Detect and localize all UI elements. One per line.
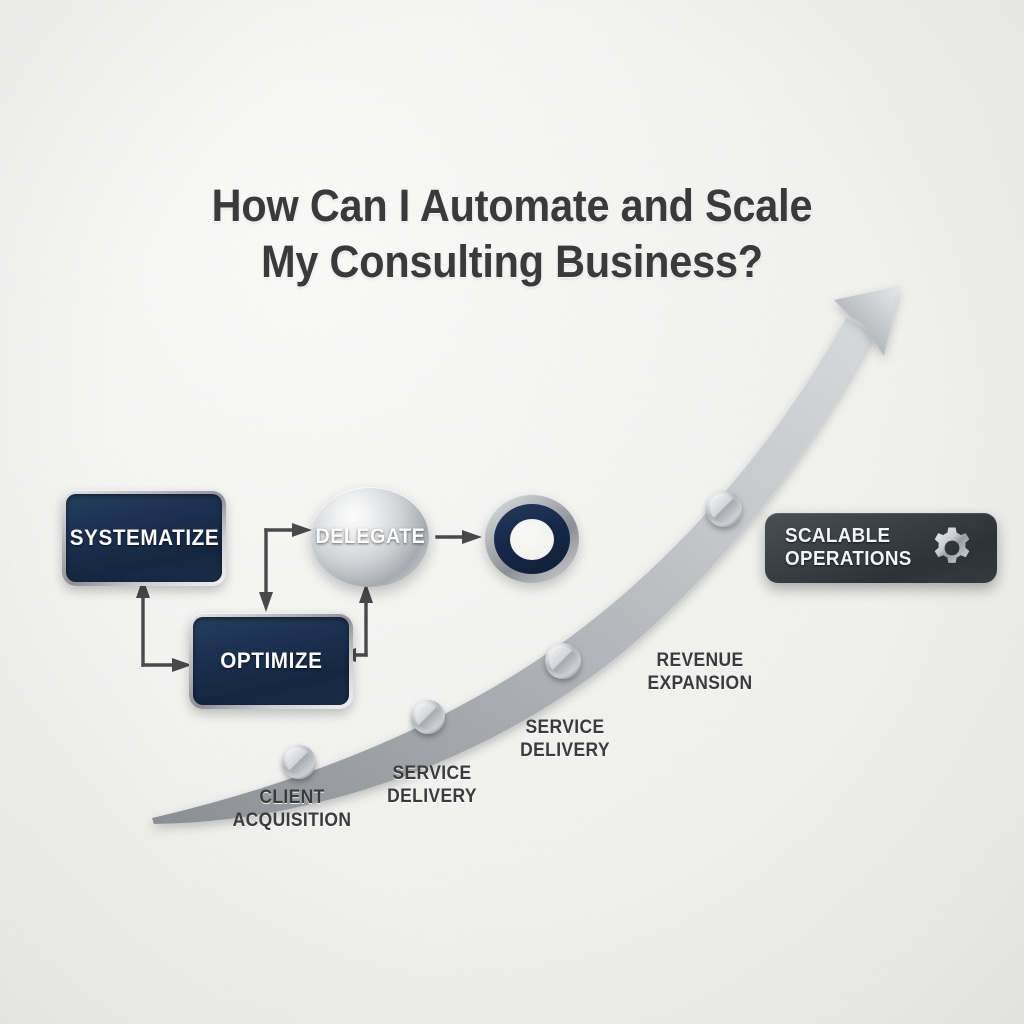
badge-text: SCALABLE OPERATIONS <box>785 525 912 571</box>
node-optimize[interactable]: OPTIMIZE <box>189 613 353 709</box>
milestone-node <box>706 491 742 527</box>
label-client-acquisition: CLIENT ACQUISITION <box>228 786 357 832</box>
milestone-node <box>545 643 581 679</box>
label-service-delivery-1: SERVICE DELIVERY <box>368 762 497 808</box>
milestone-node <box>411 700 445 734</box>
badge-line-1: SCALABLE <box>785 525 891 547</box>
arrow-down-to-optimize <box>259 523 312 612</box>
label-revenue-expansion: REVENUE EXPANSION <box>636 649 765 695</box>
ring-navy-band <box>494 504 570 574</box>
label-line-2: DELIVERY <box>520 740 610 761</box>
label-line-1: REVENUE <box>656 650 744 671</box>
label-line-1: SERVICE <box>525 717 605 738</box>
node-delegate[interactable]: DELEGATE <box>311 487 429 587</box>
title-line-1: How Can I Automate and Scale <box>211 180 813 231</box>
arrow-optimize-to-systematize <box>136 578 192 672</box>
label-line-2: EXPANSION <box>647 673 753 694</box>
node-systematize[interactable]: SYSTEMATIZE <box>62 490 226 586</box>
label-line-2: DELIVERY <box>387 786 477 807</box>
navy-ring-icon <box>485 495 579 583</box>
label-line-2: ACQUISITION <box>232 810 352 831</box>
milestone-node <box>282 745 316 779</box>
label-service-delivery-2: SERVICE DELIVERY <box>501 716 630 762</box>
title-line-2: My Consulting Business? <box>261 236 763 287</box>
scalable-operations-badge[interactable]: SCALABLE OPERATIONS <box>765 513 997 583</box>
label-line-1: CLIENT <box>259 787 325 808</box>
gear-icon <box>934 527 970 563</box>
growth-curve-path <box>152 318 874 824</box>
page-title: How Can I Automate and Scale My Consulti… <box>41 178 983 290</box>
node-optimize-label: OPTIMIZE <box>219 648 323 673</box>
arrow-delegate-to-ring <box>435 530 482 544</box>
growth-arrowhead-notch <box>836 290 896 350</box>
ring-hole <box>510 518 554 560</box>
node-delegate-label: DELEGATE <box>315 525 425 548</box>
node-systematize-inner: SYSTEMATIZE <box>66 494 222 582</box>
node-optimize-inner: OPTIMIZE <box>193 617 349 705</box>
node-systematize-label: SYSTEMATIZE <box>69 525 219 550</box>
label-line-1: SERVICE <box>392 763 472 784</box>
badge-line-2: OPERATIONS <box>785 548 912 570</box>
